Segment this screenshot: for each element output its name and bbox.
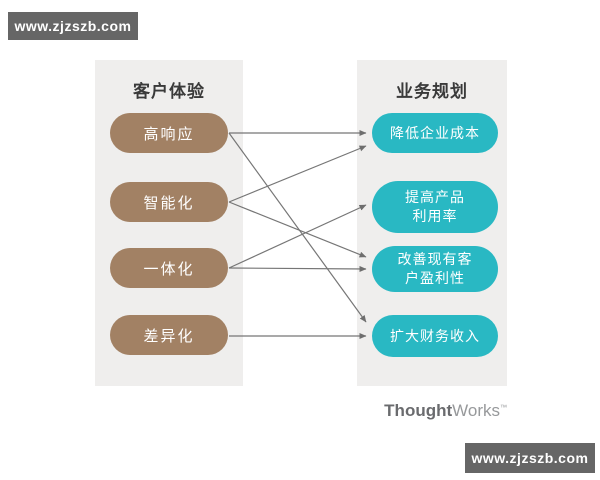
logo-text-bold: Thought [384, 401, 453, 420]
node-label: 一体化 [143, 260, 195, 278]
arrow-高响应-to-扩大财务收入 [228, 132, 367, 323]
customer-experience-title: 客户体验 [133, 82, 205, 101]
node-improve-utilization: 提高产品 利用率 [372, 181, 498, 233]
node-label-line: 扩大财务收入 [390, 327, 480, 344]
node-label-line: 户盈利性 [405, 270, 465, 286]
trademark-mark: ™ [500, 404, 507, 412]
node-label: 高响应 [143, 125, 195, 143]
node-expand-revenue: 扩大财务收入 [372, 315, 498, 357]
node-label: 智能化 [143, 194, 195, 212]
watermark-url: www.zjzszb.com [471, 450, 589, 466]
business-planning-panel: 业务规划 降低企业成本 提高产品 利用率 改善现有客 户盈利性 扩大财务收入 [357, 60, 507, 386]
node-label: 差异化 [143, 327, 195, 345]
arrow-智能化-to-改善现有客户盈利性 [228, 201, 367, 258]
arrow-智能化-to-降低企业成本 [228, 145, 367, 203]
node-reduce-cost: 降低企业成本 [372, 113, 498, 153]
watermark-url: www.zjzszb.com [14, 18, 132, 34]
node-improve-profitability: 改善现有客 户盈利性 [372, 246, 498, 292]
customer-experience-panel: 客户体验 高响应 智能化 一体化 差异化 [95, 60, 243, 386]
node-cha-yi-hua: 差异化 [110, 315, 228, 355]
arrow-一体化-to-提高产品利用率 [228, 204, 367, 269]
thoughtworks-logo: ThoughtWorks™ [357, 401, 507, 421]
node-zhi-neng-hua: 智能化 [110, 182, 228, 222]
arrow-一体化-to-改善现有客户盈利性 [228, 265, 367, 272]
watermark-top-left: www.zjzszb.com [8, 12, 138, 40]
business-planning-title: 业务规划 [396, 82, 468, 101]
node-label-line: 改善现有客 [397, 251, 473, 267]
node-label-line: 降低企业成本 [390, 124, 480, 141]
logo-text-regular: Works [452, 401, 500, 420]
node-yi-ti-hua: 一体化 [110, 248, 228, 288]
node-label-line: 利用率 [412, 208, 458, 224]
node-label-line: 提高产品 [405, 189, 465, 205]
watermark-bottom-right: www.zjzszb.com [465, 443, 595, 473]
node-gao-xiang-ying: 高响应 [110, 113, 228, 153]
